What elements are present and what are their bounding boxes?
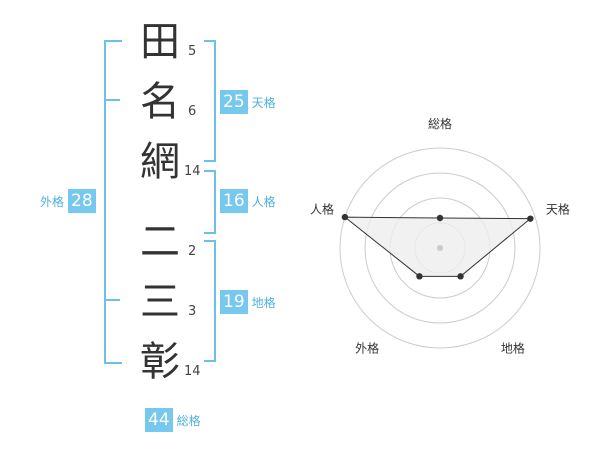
- stroke-count-4: 2: [188, 244, 197, 259]
- name-char-6: 彰: [140, 339, 180, 385]
- stroke-count-3: 14: [184, 164, 201, 179]
- tenkaku-badge: 25 天格: [220, 90, 276, 114]
- jinkaku-badge: 16 人格: [220, 189, 276, 213]
- radar-ring: [364, 172, 516, 324]
- radar-axis-label-3: 地格: [501, 340, 525, 355]
- radar-center-dot: [437, 245, 443, 251]
- radar-point-1: [436, 214, 444, 222]
- chikaku-label: 地格: [251, 295, 276, 310]
- chikaku-badge: 19 地格: [220, 290, 276, 314]
- tenkaku-bracket: [204, 40, 216, 162]
- radar-point-5: [341, 213, 349, 221]
- jinkaku-label: 人格: [251, 194, 276, 209]
- name-char-2: 名: [140, 79, 180, 125]
- chikaku-value: 19: [220, 290, 248, 314]
- radar-point-4: [416, 273, 423, 280]
- radar-axis-label-4: 外格: [355, 340, 379, 355]
- soukaku-badge: 44 総格: [145, 408, 201, 432]
- gaikaku-bracket: [104, 40, 122, 364]
- gaikaku-badge: 外格 28: [40, 189, 96, 213]
- name-char-5: 三: [140, 279, 180, 325]
- stroke-count-2: 6: [188, 104, 197, 119]
- gaikaku-value: 28: [68, 189, 96, 213]
- tenkaku-value: 25: [220, 90, 248, 114]
- radar-axis-label-5: 人格: [310, 202, 334, 217]
- radar-axis-label-1: 総格: [428, 116, 452, 131]
- tenkaku-label: 天格: [251, 95, 276, 110]
- radar-point-3: [457, 273, 464, 280]
- name-char-4: 二: [140, 219, 180, 265]
- radar-point-2: [527, 215, 534, 222]
- jinkaku-bracket: [204, 170, 216, 234]
- soukaku-label: 総格: [176, 413, 201, 428]
- jinkaku-value: 16: [220, 189, 248, 213]
- radar-axis-label-2: 天格: [546, 202, 570, 217]
- stroke-count-6: 14: [184, 364, 201, 379]
- name-char-3: 網: [140, 139, 180, 185]
- gaikaku-tick-top: [104, 99, 120, 101]
- name-char-1: 田: [140, 19, 180, 65]
- gaikaku-label: 外格: [40, 194, 65, 209]
- radar-ring: [339, 147, 541, 349]
- stroke-count-1: 5: [188, 44, 197, 59]
- stroke-count-5: 3: [188, 304, 197, 319]
- chikaku-bracket: [204, 240, 216, 362]
- soukaku-value: 44: [145, 408, 173, 432]
- gaikaku-tick-bottom: [104, 299, 120, 301]
